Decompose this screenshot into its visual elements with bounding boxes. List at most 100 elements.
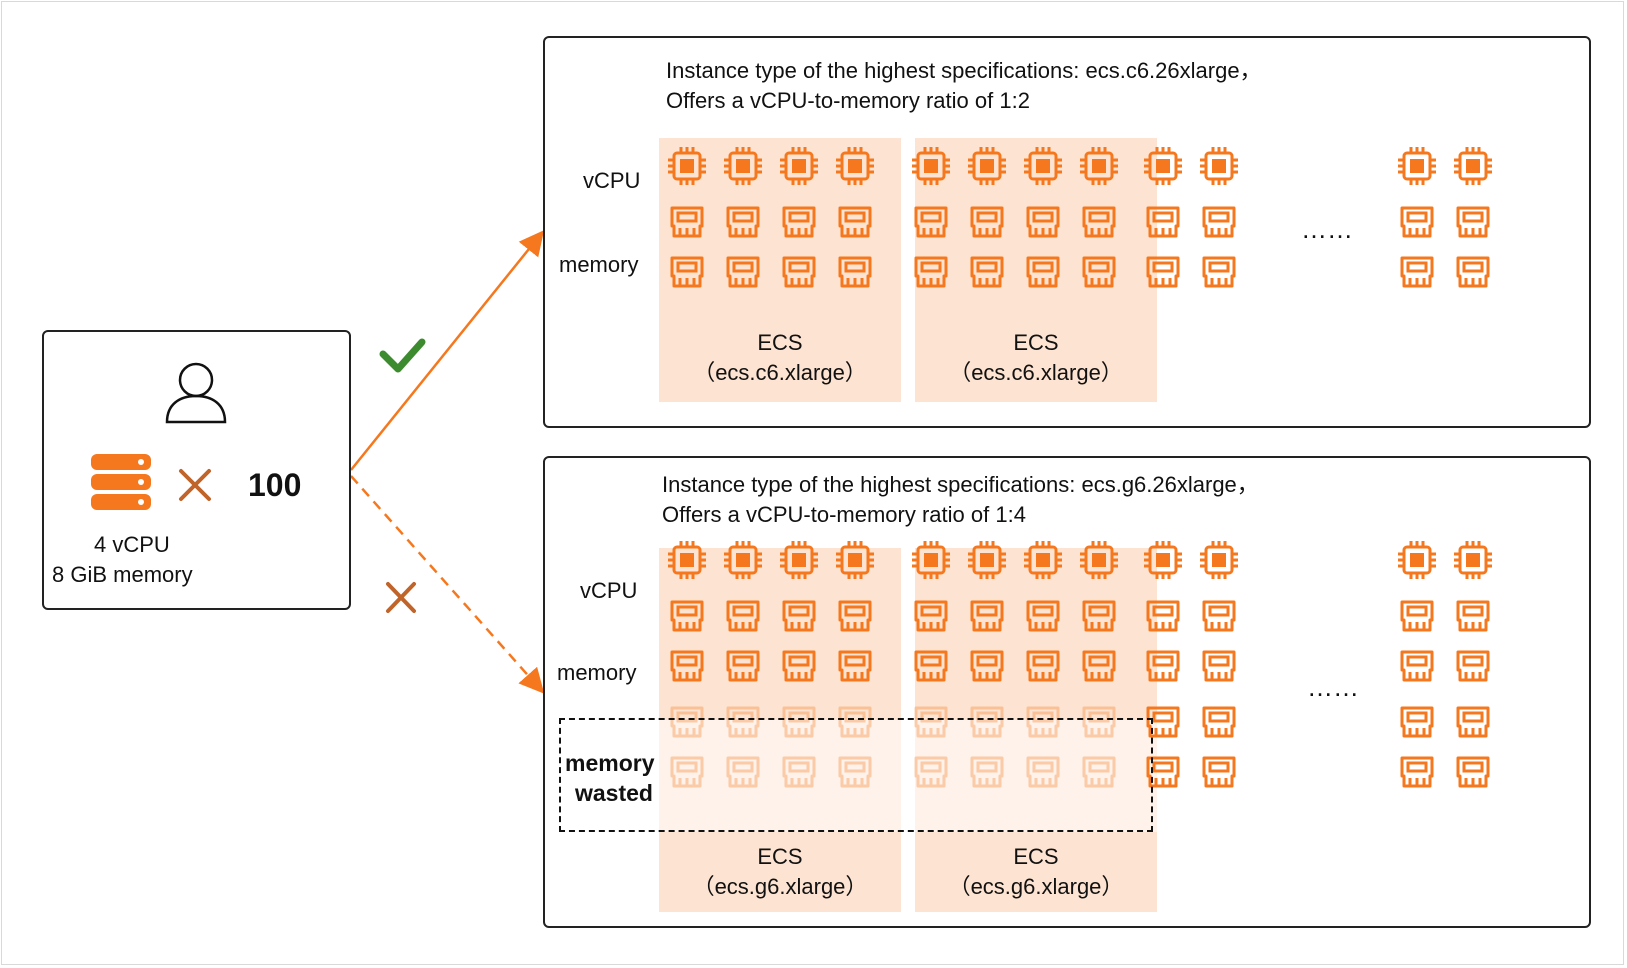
memory-module-icon: [779, 202, 819, 242]
memory-module-icon: [667, 752, 707, 792]
memory-module-icon: [1023, 202, 1063, 242]
ecs-type: （ecs.c6.xlarge）: [693, 360, 867, 385]
cpu-chip-icon: [723, 146, 763, 186]
memory-module-icon: [779, 702, 819, 742]
panel-title-line2: Offers a vCPU-to-memory ratio of 1:2: [666, 88, 1030, 113]
memory-module-icon: [1199, 202, 1239, 242]
memory-module-icon: [1023, 646, 1063, 686]
cpu-chip-icon: [779, 540, 819, 580]
memory-module-icon: [1199, 252, 1239, 292]
row-label-vcpu: vCPU: [583, 168, 641, 193]
memory-module-icon: [1079, 646, 1119, 686]
memory-module-icon: [1199, 596, 1239, 636]
cpu-chip-icon: [1397, 540, 1437, 580]
memory-module-icon: [667, 596, 707, 636]
cpu-chip-icon: [1143, 146, 1183, 186]
wasted-overlay: [561, 720, 1157, 832]
memory-module-icon: [967, 646, 1007, 686]
cpu-chip-icon: [1453, 146, 1493, 186]
wasted-label-line1: memory: [565, 750, 655, 776]
ecs-type: （ecs.g6.xlarge）: [692, 874, 868, 899]
memory-module-icon: [911, 252, 951, 292]
cpu-chip-icon: [667, 540, 707, 580]
spec-memory: 8 GiB memory: [52, 562, 193, 587]
cpu-chip-icon: [1023, 146, 1063, 186]
memory-module-icon: [1199, 646, 1239, 686]
cpu-chip-icon: [1079, 540, 1119, 580]
cpu-chip-icon: [967, 146, 1007, 186]
memory-module-icon: [1143, 202, 1183, 242]
memory-module-icon: [1453, 252, 1493, 292]
cpu-chip-icon: [723, 540, 763, 580]
row-label-memory: memory: [559, 252, 639, 277]
cpu-chip-icon: [1453, 540, 1493, 580]
memory-module-icon: [1079, 702, 1119, 742]
cpu-chip-icon: [835, 540, 875, 580]
ecs-type: （ecs.g6.xlarge）: [948, 874, 1124, 899]
cpu-chip-icon: [667, 146, 707, 186]
row-label-memory: memory: [557, 660, 637, 685]
memory-module-icon: [1397, 646, 1437, 686]
memory-module-icon: [1023, 252, 1063, 292]
memory-wasted-region: [559, 718, 1153, 832]
rejected-arrow: [350, 475, 545, 694]
memory-module-icon: [667, 202, 707, 242]
ellipsis: ……: [1301, 214, 1353, 244]
memory-module-icon: [1397, 202, 1437, 242]
memory-module-icon: [1143, 752, 1183, 792]
memory-module-icon: [1397, 702, 1437, 742]
memory-module-icon: [911, 702, 951, 742]
memory-module-icon: [1199, 702, 1239, 742]
memory-module-icon: [1079, 596, 1119, 636]
memory-module-icon: [967, 202, 1007, 242]
ecs-type: （ecs.c6.xlarge）: [949, 360, 1123, 385]
memory-module-icon: [1397, 252, 1437, 292]
multiply-icon: [179, 469, 211, 501]
memory-module-icon: [835, 202, 875, 242]
cpu-chip-icon: [1079, 146, 1119, 186]
memory-module-icon: [723, 596, 763, 636]
memory-module-icon: [835, 646, 875, 686]
cpu-chip-icon: [1199, 146, 1239, 186]
memory-module-icon: [779, 752, 819, 792]
memory-module-icon: [1453, 202, 1493, 242]
memory-module-icon: [1143, 702, 1183, 742]
cpu-chip-icon: [1397, 146, 1437, 186]
memory-module-icon: [1143, 252, 1183, 292]
memory-module-icon: [967, 702, 1007, 742]
memory-module-icon: [1199, 752, 1239, 792]
user-icon: [165, 362, 227, 424]
memory-module-icon: [779, 252, 819, 292]
memory-module-icon: [1023, 752, 1063, 792]
cpu-chip-icon: [1023, 540, 1063, 580]
memory-module-icon: [1397, 596, 1437, 636]
memory-module-icon: [835, 752, 875, 792]
user-request-panel: 100 4 vCPU 8 GiB memory: [42, 330, 351, 610]
memory-module-icon: [1453, 702, 1493, 742]
panel-title-line1: Instance type of the highest specificati…: [666, 58, 1262, 83]
cpu-chip-icon: [967, 540, 1007, 580]
memory-module-icon: [1079, 252, 1119, 292]
cpu-chip-icon: [779, 146, 819, 186]
panel-g6-instance: Instance type of the highest specificati…: [543, 456, 1591, 928]
memory-module-icon: [835, 596, 875, 636]
memory-module-icon: [911, 752, 951, 792]
memory-module-icon: [835, 702, 875, 742]
cpu-chip-icon: [835, 146, 875, 186]
panel-title-line2: Offers a vCPU-to-memory ratio of 1:4: [662, 502, 1026, 527]
ecs-label: ECS: [1013, 330, 1059, 355]
ecs-label: ECS: [757, 844, 803, 869]
cpu-chip-icon: [911, 540, 951, 580]
memory-module-icon: [1079, 202, 1119, 242]
memory-module-icon: [723, 752, 763, 792]
accepted-arrow: [350, 230, 545, 471]
memory-module-icon: [967, 752, 1007, 792]
memory-module-icon: [723, 702, 763, 742]
memory-module-icon: [1453, 596, 1493, 636]
memory-module-icon: [835, 252, 875, 292]
cpu-chip-icon: [911, 146, 951, 186]
memory-module-icon: [1023, 596, 1063, 636]
wasted-label-line2: wasted: [575, 780, 653, 806]
